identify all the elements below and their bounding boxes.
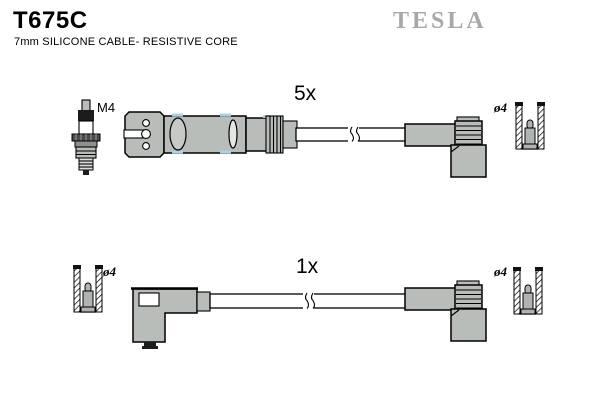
ignition-cable-bottom — [209, 292, 407, 310]
terminal-cap-icon — [514, 101, 546, 150]
ignition-cable-top — [295, 126, 407, 143]
top-terminal-diameter-label: ø4 — [494, 100, 507, 115]
bottom-quantity-label: 1x — [296, 255, 319, 278]
distributor-connector-icon — [123, 111, 298, 158]
elbow-boot-left-icon — [131, 287, 211, 349]
terminal-cap-icon — [512, 266, 544, 315]
spark-plug-thread-label: M4 — [97, 100, 116, 115]
elbow-boot-icon — [404, 280, 487, 342]
cable-break-icon — [348, 126, 361, 143]
bottom-right-terminal-diameter-label: ø4 — [494, 264, 507, 279]
spark-plug-icon — [71, 99, 101, 175]
elbow-boot-icon — [404, 116, 487, 178]
product-subtitle: 7mm SILICONE CABLE- RESISTIVE CORE — [14, 36, 238, 48]
brand-logo: TESLA — [393, 8, 487, 34]
part-number-title: T675C — [13, 7, 88, 34]
terminal-cap-icon — [72, 264, 104, 313]
cable-break-icon — [303, 292, 316, 310]
bottom-left-terminal-diameter-label: ø4 — [103, 264, 116, 279]
top-quantity-label: 5x — [294, 82, 317, 105]
